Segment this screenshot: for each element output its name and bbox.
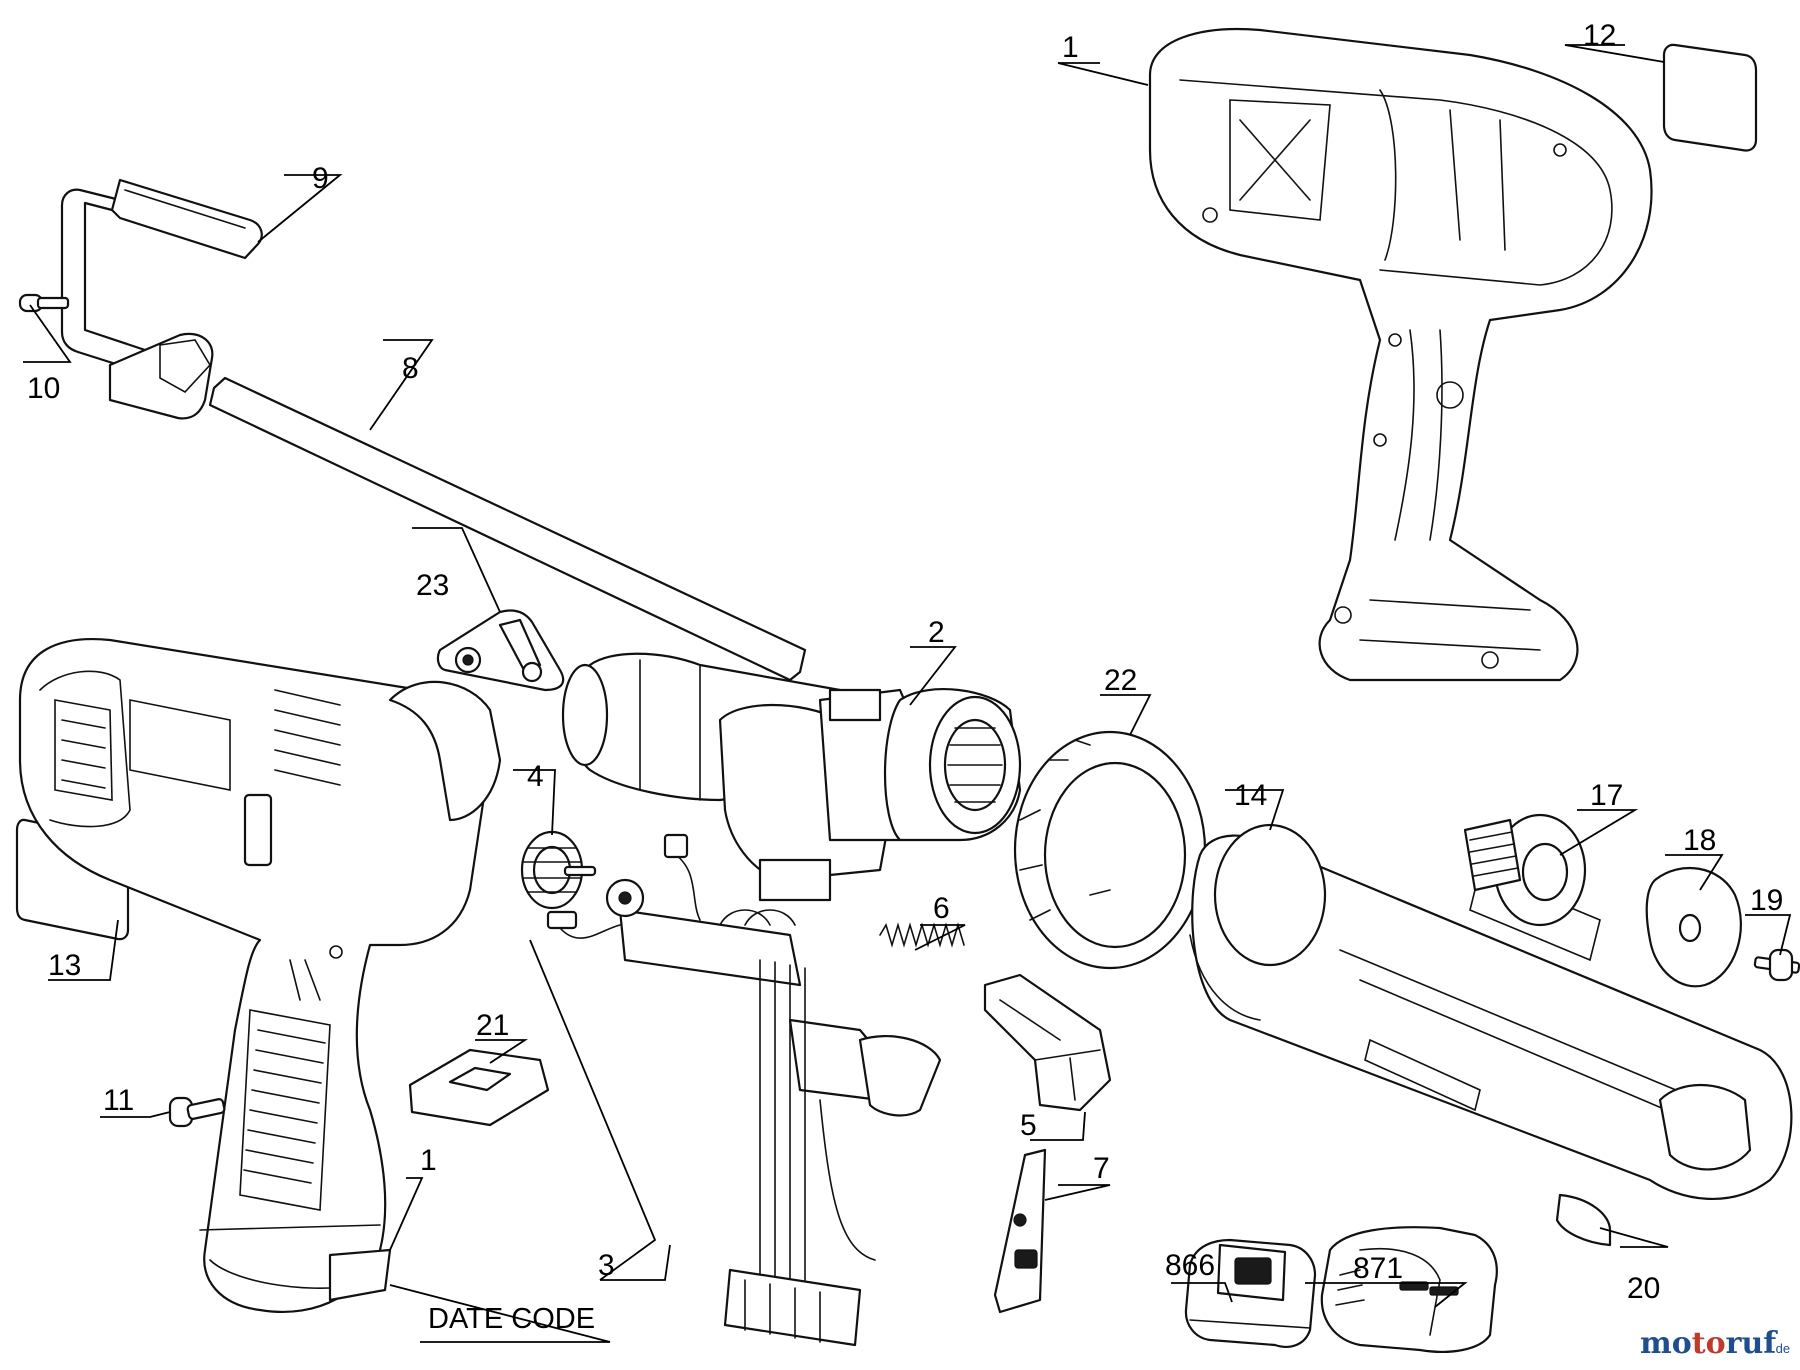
callout-3: 3 (598, 1249, 615, 1282)
callout-10: 10 (27, 372, 60, 405)
callout-866: 866 (1165, 1249, 1215, 1282)
part-23-bracket (436, 609, 565, 692)
callout-22: 22 (1104, 664, 1137, 697)
part-871-charger (1320, 1226, 1498, 1353)
part-9-pusher-frame (60, 178, 263, 420)
part-20-label (1555, 1193, 1612, 1247)
svg-text:motoruf: motoruf (1640, 1326, 1778, 1361)
callout-11: 11 (103, 1084, 134, 1117)
part-21-label (408, 1048, 550, 1127)
part-5-slide (983, 973, 1112, 1112)
callout-4: 4 (527, 760, 544, 793)
callout-17: 17 (1590, 779, 1623, 812)
callout-20: 20 (1627, 1272, 1660, 1305)
callout-13: 13 (48, 949, 81, 982)
callout-9: 9 (312, 162, 329, 195)
part-18-washer (1645, 866, 1742, 988)
callout-7: 7 (1093, 1152, 1110, 1185)
part-10-pin (18, 293, 70, 313)
svg-text:.de: .de (1772, 1341, 1790, 1356)
callout-19: 19 (1750, 884, 1783, 917)
part-4-gear (520, 830, 597, 910)
part-3-switch-wiring (546, 833, 942, 1347)
leader-lines (23, 44, 1792, 1343)
part-19-screw (1753, 948, 1800, 982)
callout-14: 14 (1234, 779, 1267, 812)
part-14-cartridge-tube (1189, 823, 1793, 1200)
part-1-housing-half-bottom (18, 638, 502, 1313)
callout-18: 18 (1683, 824, 1716, 857)
part-1-housing-half-top (1148, 28, 1653, 682)
motoruf-watermark-logo: motoruf .de (1640, 1326, 1790, 1361)
callout-8: 8 (402, 352, 419, 385)
callout-1-bottom: 1 (420, 1144, 437, 1177)
callout-1-top: 1 (1062, 31, 1079, 64)
callout-12: 12 (1583, 19, 1616, 52)
part-12-label (1662, 43, 1758, 152)
callout-labels: 1 12 9 10 8 23 2 22 4 14 17 18 19 13 6 2… (27, 19, 1783, 1335)
part-11-screw (168, 1096, 226, 1128)
part-7-clip (993, 1148, 1047, 1314)
callout-6: 6 (933, 892, 950, 925)
date-code-label: DATE CODE (428, 1303, 595, 1335)
part-17-nozzle-adapter (1463, 813, 1587, 927)
part-8-plunger-rack (208, 376, 807, 682)
part-6-spring (879, 922, 965, 948)
callout-23: 23 (416, 569, 449, 602)
callout-5: 5 (1020, 1109, 1037, 1142)
callout-2: 2 (928, 616, 945, 649)
part-22-collar-nut (1013, 730, 1207, 970)
callout-21: 21 (476, 1009, 509, 1042)
part-866-battery (1184, 1238, 1317, 1348)
callout-871: 871 (1353, 1252, 1403, 1285)
part-2-motor-gearbox (561, 652, 1022, 902)
